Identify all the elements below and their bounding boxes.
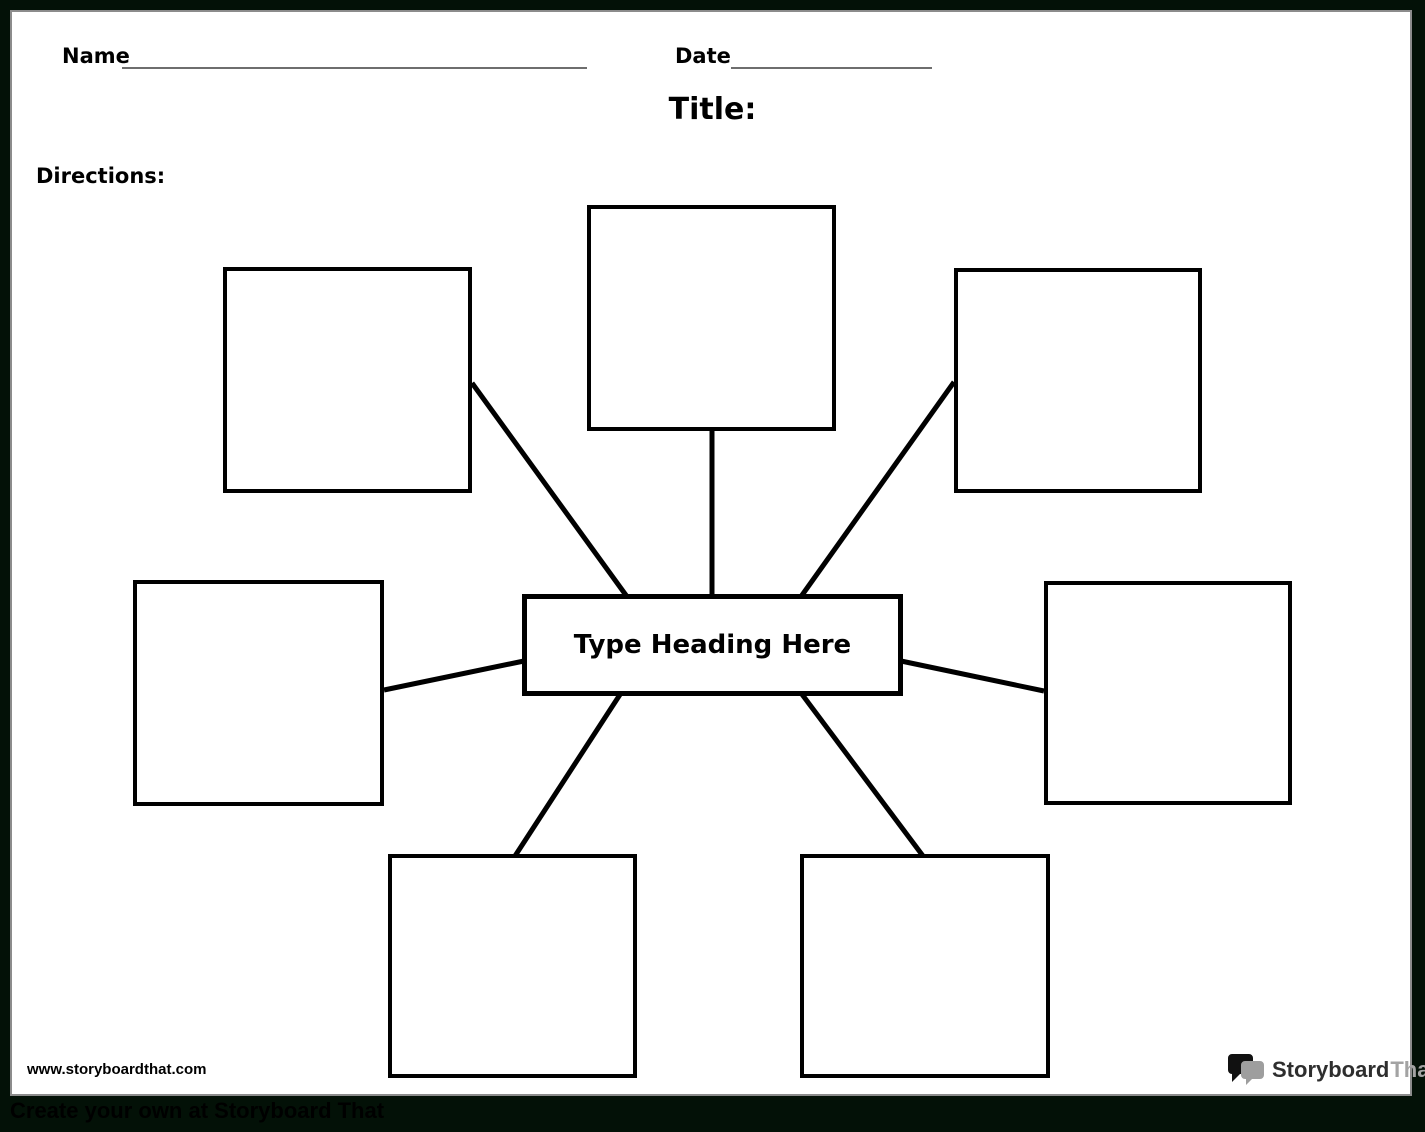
site-url: www.storyboardthat.com [27,1061,207,1078]
worksheet-page [10,10,1412,1096]
spoke-box-bottom-right[interactable] [800,854,1050,1078]
center-heading-text: Type Heading Here [573,630,852,660]
logo-text-secondary: That [1390,1057,1425,1082]
name-input-line[interactable] [122,67,587,69]
spoke-box-top[interactable] [587,205,836,431]
spoke-box-top-left[interactable] [223,267,472,493]
center-heading-box[interactable]: Type Heading Here [522,594,903,696]
spoke-box-left[interactable] [133,580,384,806]
title-label: Title: [668,92,757,127]
directions-label: Directions: [36,164,166,188]
name-label: Name [62,44,130,68]
date-label: Date [675,44,731,68]
spoke-box-top-right[interactable] [954,268,1202,493]
logo-text-primary: Storyboard [1272,1057,1390,1082]
spoke-box-bottom-left[interactable] [388,854,637,1078]
spoke-box-right[interactable] [1044,581,1292,805]
speech-bubbles-icon [1228,1054,1264,1085]
date-input-line[interactable] [731,67,932,69]
banner-text: Create your own at Storyboard That [10,1098,385,1123]
